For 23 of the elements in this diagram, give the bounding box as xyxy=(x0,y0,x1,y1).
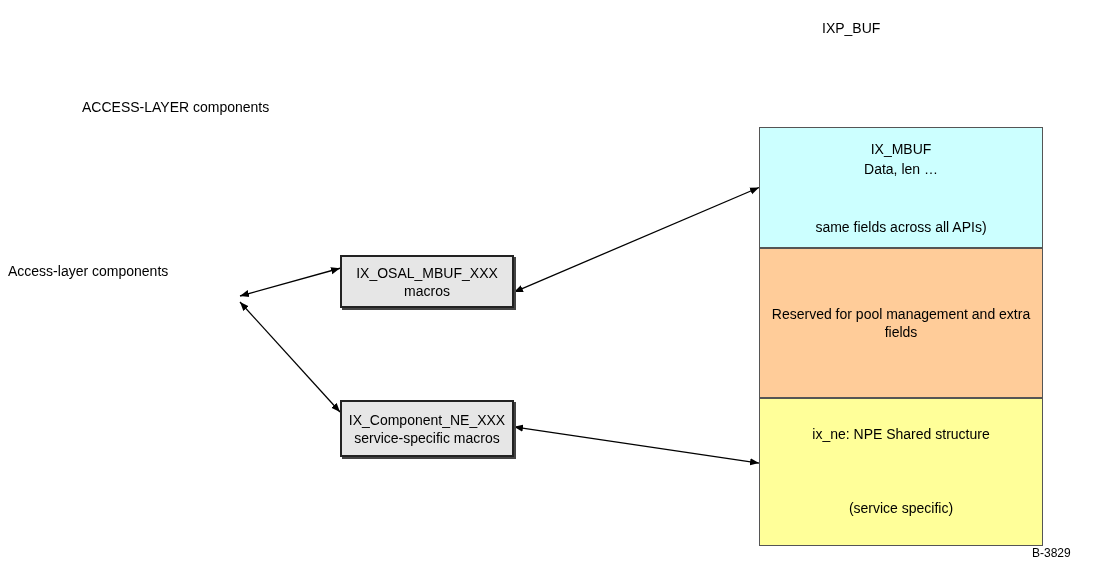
section-text: (service specific) xyxy=(847,499,955,517)
double-arrow xyxy=(513,186,760,293)
double-arrow xyxy=(239,301,341,413)
buffer-section xyxy=(759,398,1043,546)
section-text: Reserved for pool management and extra fields xyxy=(770,305,1032,341)
double-arrow xyxy=(513,424,760,466)
section-text: ix_ne: NPE Shared structure xyxy=(811,425,991,443)
section-text: service-specific macros xyxy=(353,428,501,447)
section-text: IX_MBUF xyxy=(869,140,933,158)
heading: ACCESS-LAYER components xyxy=(82,99,270,115)
section-text: macros xyxy=(403,281,451,300)
double-arrow xyxy=(239,267,341,298)
macro-box xyxy=(340,255,514,308)
structure-title: IXP_BUF xyxy=(822,20,881,36)
section-text: IX_Component_NE_XXX xyxy=(347,410,507,429)
section-text: Data, len … xyxy=(863,160,939,178)
buffer-section xyxy=(759,248,1043,398)
section-text: same fields across all APIs) xyxy=(814,218,988,236)
component-label: Access-layer components xyxy=(8,262,169,280)
section-text: IX_OSAL_MBUF_XXX xyxy=(355,263,499,282)
macro-box xyxy=(340,400,514,457)
figure-number: B-3829 xyxy=(1032,546,1071,560)
buffer-section xyxy=(759,127,1043,248)
